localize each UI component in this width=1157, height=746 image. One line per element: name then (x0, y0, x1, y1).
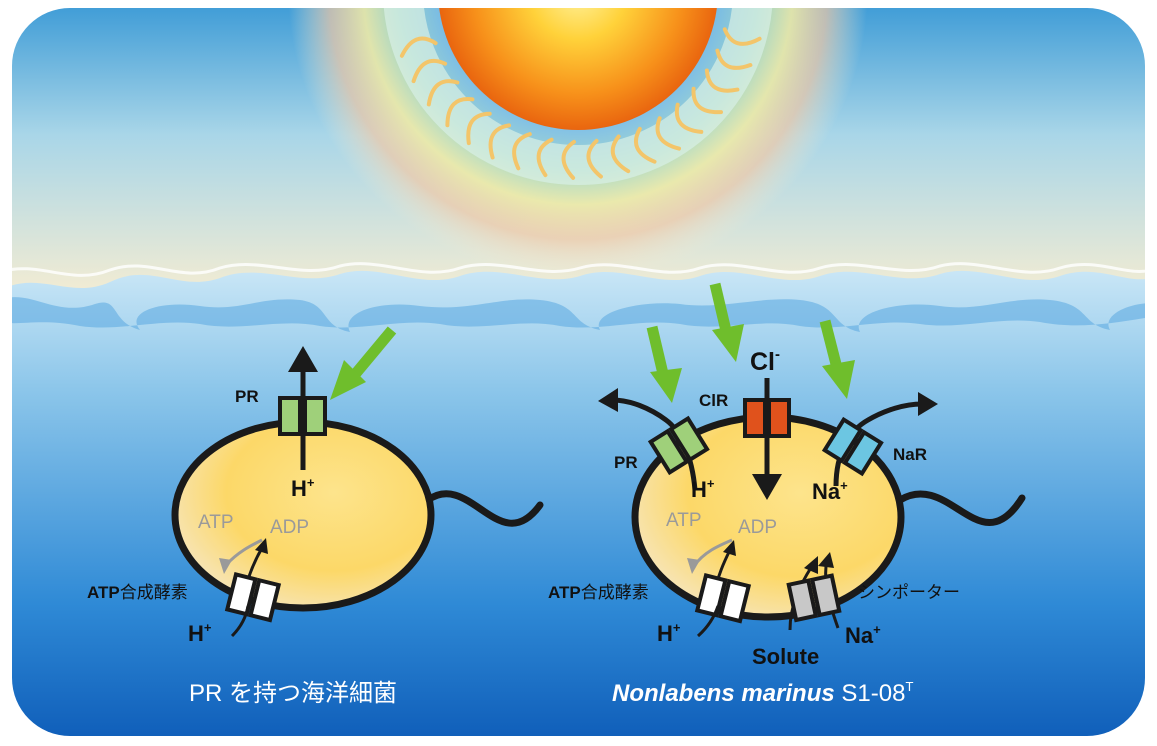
atp-label: ATP (198, 512, 234, 533)
atp-label: ATP (666, 510, 702, 531)
pr-bacterium: PR H+ ATP ADP ATP合成酵素 H+ PR を持つ海洋細菌 (87, 326, 544, 707)
flagellum (896, 490, 1026, 526)
pr-label: PR (614, 453, 638, 472)
pr-channel (278, 396, 327, 436)
sun-ray (634, 126, 657, 164)
wave-foam (12, 262, 1145, 277)
symporter (786, 573, 842, 623)
sun-rays (399, 27, 762, 180)
pr-label: PR (235, 387, 259, 406)
left-caption: PR を持つ海洋細菌 (189, 680, 397, 707)
sun-ray (466, 111, 492, 146)
pr-proton-arrow (611, 397, 698, 491)
sun-ray (512, 132, 532, 171)
wave-crests (12, 297, 1145, 332)
sun-ray (722, 27, 762, 46)
proton-pump-arrowhead (288, 346, 318, 372)
pr-channel (647, 415, 710, 476)
sun-ray (610, 134, 631, 174)
sun-ray (488, 123, 511, 160)
sun-ray (426, 79, 460, 107)
nonlabens-marinus-cell: PR H+ Cl- ClR NaR Na+ ATP ADP AT (548, 282, 1026, 707)
sun-ray (411, 58, 448, 84)
light-arrows (646, 282, 855, 403)
sun-ray (586, 138, 603, 179)
adp-label: ADP (270, 517, 309, 538)
solute-label: Solute (752, 644, 819, 669)
clr-label: ClR (699, 391, 728, 410)
symporter-label: シンポーター (858, 583, 960, 602)
sun-halo (288, 8, 868, 280)
right-caption: Nonlabens marinus S1-08T (612, 679, 913, 707)
synthase-proton-label: H+ (188, 620, 212, 646)
sun-ray (536, 137, 554, 178)
adp-label: ADP (738, 517, 777, 538)
chloride-label: Cl- (750, 346, 780, 376)
nar-channel (821, 416, 884, 477)
light-arrow-pr (650, 368, 682, 403)
synthase-entry-line (696, 605, 720, 638)
sun-ray (691, 86, 723, 115)
sun-ray (399, 36, 438, 58)
sun-ray (704, 68, 740, 93)
light-arrow-clr (712, 324, 744, 362)
nar-label: NaR (893, 445, 927, 464)
atp-synthase (694, 573, 752, 624)
light-arrow-nar (822, 360, 855, 399)
atp-synthase-label: ATP合成酵素 (548, 583, 649, 602)
atp-synthase-label: ATP合成酵素 (87, 583, 188, 602)
sun-disc (438, 8, 718, 130)
flagellum (424, 490, 544, 527)
sun-ray (561, 139, 576, 180)
sodium-label: Na+ (812, 478, 848, 504)
symporter-sodium-label: Na+ (845, 622, 881, 648)
light-arrow (330, 326, 397, 400)
clr-channel (743, 398, 791, 438)
sun-ray (715, 48, 753, 70)
proton-label: H+ (291, 475, 315, 501)
atp-synthase (224, 572, 282, 623)
sun-ring (383, 8, 773, 185)
sun-ray (655, 116, 681, 151)
sun (288, 8, 868, 280)
synthase-entry-line (230, 605, 250, 638)
synthase-proton-label: H+ (657, 620, 681, 646)
sun-ray (445, 96, 475, 128)
sun-ray (674, 102, 704, 134)
proton-label: H+ (691, 476, 715, 502)
sea (12, 270, 1145, 736)
